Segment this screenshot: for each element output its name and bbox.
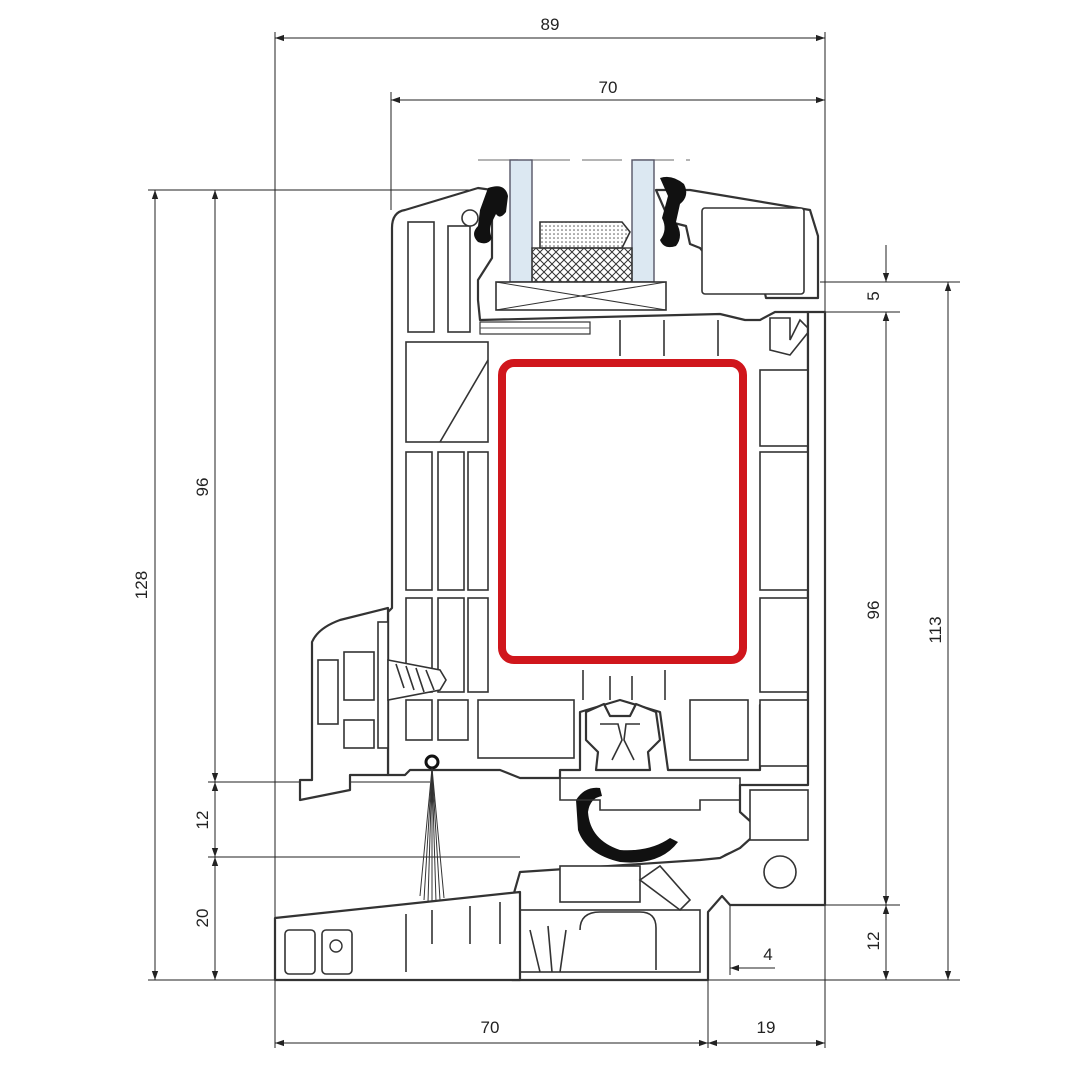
glazing-unit — [478, 159, 690, 311]
dim-left-gap: 12 — [193, 811, 212, 830]
sash-chamber — [405, 699, 433, 741]
glass-pane-inner — [509, 159, 533, 283]
sash-chamber — [759, 451, 809, 591]
dim-top-sash: 70 — [599, 78, 618, 97]
bead-chamber — [343, 651, 375, 701]
bead-chamber — [701, 207, 805, 295]
sash-chamber — [467, 451, 489, 591]
sash-chamber — [467, 597, 489, 693]
fixing-screw — [387, 659, 447, 701]
sash-chamber — [759, 699, 809, 767]
sash-profile — [386, 186, 820, 780]
dim-right-glazing: 5 — [864, 291, 883, 300]
sash-chamber — [407, 221, 435, 333]
frame-chamber — [559, 865, 641, 903]
bead-chamber — [343, 719, 375, 749]
sash-chamber — [437, 699, 469, 741]
dim-right-total: 113 — [926, 616, 945, 643]
sash-chamber — [447, 225, 471, 333]
sash-chamber — [405, 341, 489, 443]
sash-chamber — [405, 451, 433, 591]
glazing-gasket-inner — [474, 186, 508, 244]
dim-bottom-extension: 19 — [757, 1018, 776, 1037]
glazing-gasket-outer — [660, 176, 687, 248]
dim-right-bottom: 12 — [864, 932, 883, 951]
frame-profile — [510, 310, 827, 982]
sash-bead — [298, 606, 447, 802]
dimension-labels: 89 70 128 96 12 20 113 96 5 12 70 19 4 — [132, 15, 945, 1037]
dim-left-sash: 96 — [193, 478, 212, 497]
dim-bottom-small: 4 — [763, 945, 772, 964]
sash-chamber — [689, 699, 749, 761]
center-gasket — [576, 787, 678, 863]
spacer-bar — [539, 221, 631, 249]
brush-seal-holder — [424, 754, 440, 770]
frame-chamber — [749, 789, 809, 841]
dim-left-sill: 20 — [193, 909, 212, 928]
threshold-profile — [273, 890, 522, 982]
sash-chamber — [477, 699, 575, 759]
bead-chamber — [377, 621, 389, 749]
dim-bottom-frame: 70 — [481, 1018, 500, 1037]
frame-chamber — [519, 909, 701, 973]
bead-chamber — [317, 659, 339, 725]
threshold-chamber — [284, 929, 316, 975]
steel-reinforcement — [498, 359, 747, 664]
secondary-sealant — [531, 247, 633, 283]
sash-chamber — [437, 451, 465, 591]
glass-pane-outer — [631, 159, 655, 283]
hardware-groove — [559, 702, 741, 811]
sash-chamber — [759, 369, 809, 447]
dimension-lines — [151, 34, 952, 1047]
sash-chamber — [759, 597, 809, 693]
dim-right-frame: 96 — [864, 601, 883, 620]
dim-left-total: 128 — [132, 571, 151, 599]
dim-top-overall: 89 — [541, 15, 560, 34]
brush-seal — [419, 767, 445, 904]
